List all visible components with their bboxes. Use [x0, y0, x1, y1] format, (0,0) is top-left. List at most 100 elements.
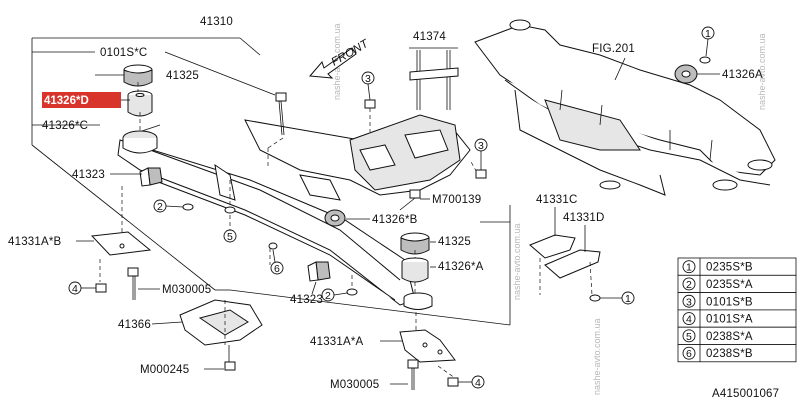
legend-num: 3: [686, 296, 692, 308]
bushing-41326c: [122, 130, 158, 154]
legend-num: 6: [686, 348, 692, 360]
svg-text:4: 4: [72, 283, 78, 295]
label-41326c: 41326*C: [42, 120, 88, 132]
svg-text:2: 2: [157, 201, 163, 213]
pad-41325-top: [123, 64, 153, 87]
legend-row: 5 0238S*A: [677, 326, 797, 345]
label-m030005-left: M030005: [162, 284, 211, 296]
legend-code: 0238S*B: [706, 348, 753, 360]
label-41331c: 41331C: [536, 194, 577, 206]
bushing-41326b: [324, 209, 346, 227]
svg-text:6: 6: [274, 263, 280, 275]
label-41331ab: 41331A*B: [8, 236, 62, 248]
bushing-lower: [403, 292, 433, 310]
bolt-m000245: [224, 345, 236, 371]
watermark-right: nashe-avto.com.ua: [757, 33, 767, 110]
legend-row: 4 0101S*A: [677, 309, 797, 328]
callout-3-right: 3: [474, 138, 488, 170]
callout-3-top: 3: [361, 71, 375, 101]
callout-4-bottom: 4: [458, 375, 485, 389]
stopper-41323-left: [139, 167, 163, 187]
highlight-41326d: [42, 92, 121, 108]
label-41331d: 41331D: [563, 212, 604, 224]
legend-code: 0235S*B: [706, 262, 753, 274]
callout-4-left: 4: [68, 281, 96, 295]
callout-5: 5: [223, 229, 237, 243]
legend-callout-circle: [682, 294, 696, 308]
group-brackets: [31, 37, 511, 326]
bolt-3a: [364, 99, 376, 109]
bushing-41326d: [127, 90, 153, 117]
callout-2-lower: 2: [321, 288, 348, 302]
label-41331aa: 41331A*A: [310, 336, 364, 348]
svg-text:1: 1: [625, 293, 631, 305]
svg-text:3: 3: [478, 140, 484, 152]
callout-2-left: 2: [153, 199, 184, 213]
svg-text:1: 1: [705, 28, 711, 40]
bolt-4a: [95, 283, 107, 293]
legend-row: 6 0238S*B: [677, 344, 797, 363]
label-41310: 41310: [200, 16, 233, 28]
svg-text:5: 5: [227, 231, 233, 243]
stopper-41323-lower: [307, 261, 331, 282]
bushing-41326a-top: [674, 64, 720, 84]
legend-code: 0235S*A: [706, 279, 753, 291]
bracket-41374: [409, 47, 459, 110]
label-m000245: M000245: [140, 364, 189, 376]
legend-num: 2: [686, 279, 692, 291]
legend-num: 5: [686, 331, 692, 343]
bolt-m030005-bottom: [407, 359, 419, 390]
callout-1-top: 1: [701, 26, 715, 57]
bolt-m700139: [399, 189, 421, 211]
callout-6: 6: [270, 249, 284, 275]
legend-callout-circle: [682, 260, 696, 274]
bolt-m030005-left: [127, 267, 139, 300]
legend-row: 2 0235S*A: [677, 274, 797, 293]
svg-text:3: 3: [365, 73, 371, 85]
legend-callout-circle: [682, 277, 696, 291]
washer-5: [224, 206, 236, 214]
nut-1b: [589, 294, 601, 302]
watermark-bottom: nashe-avto.com.ua: [592, 318, 602, 395]
legend-code: 0101S*A: [706, 314, 753, 326]
pad-41325-mid: [400, 232, 430, 255]
label-41366: 41366: [118, 319, 151, 331]
nut-2b: [346, 288, 358, 296]
label-41326d: 41326*D: [44, 95, 89, 107]
bracket-41331d: [544, 249, 601, 296]
nut-1: [699, 56, 711, 64]
label-m030005-bottom: M030005: [330, 379, 379, 391]
nut-2a: [182, 203, 194, 211]
label-41325-top: 41325: [166, 70, 199, 82]
legend-row: 3 0101S*B: [677, 292, 797, 311]
plate-41331ab: [90, 231, 152, 256]
legend-callout-circle: [682, 312, 696, 325]
bracket-41331c: [529, 234, 576, 295]
bolt-4b: [447, 377, 459, 387]
legend-code: 0101S*B: [706, 296, 753, 308]
legend-callout-circle: [682, 346, 696, 360]
label-41323-lower: 41323: [290, 294, 323, 306]
bolt-0101sc: [275, 92, 287, 136]
label-41374: 41374: [413, 31, 446, 43]
legend-num: 4: [686, 314, 692, 326]
svg-text:2: 2: [325, 290, 331, 302]
svg-text:4: 4: [475, 377, 481, 389]
legend-code: 0238S*A: [706, 331, 753, 343]
callouts: 1 1 2 2 3 3 4: [68, 26, 715, 389]
label-m700139: M700139: [432, 194, 481, 206]
bushing-41326a: [401, 257, 429, 283]
labels: 41310 0101S*C 41325 41326*D 41326*C 4137…: [8, 16, 779, 400]
dashed-leaders: [99, 82, 481, 379]
drawing-number: A415001067: [712, 388, 779, 400]
label-0101sc: 0101S*C: [100, 47, 147, 59]
label-41326a-top: 41326A: [722, 69, 763, 81]
washer-6: [268, 242, 278, 250]
label-41325-mid: 41325: [438, 236, 471, 248]
label-41323-left: 41323: [72, 169, 105, 181]
label-fig201: FIG.201: [592, 43, 635, 55]
bolt-3b: [475, 169, 487, 179]
